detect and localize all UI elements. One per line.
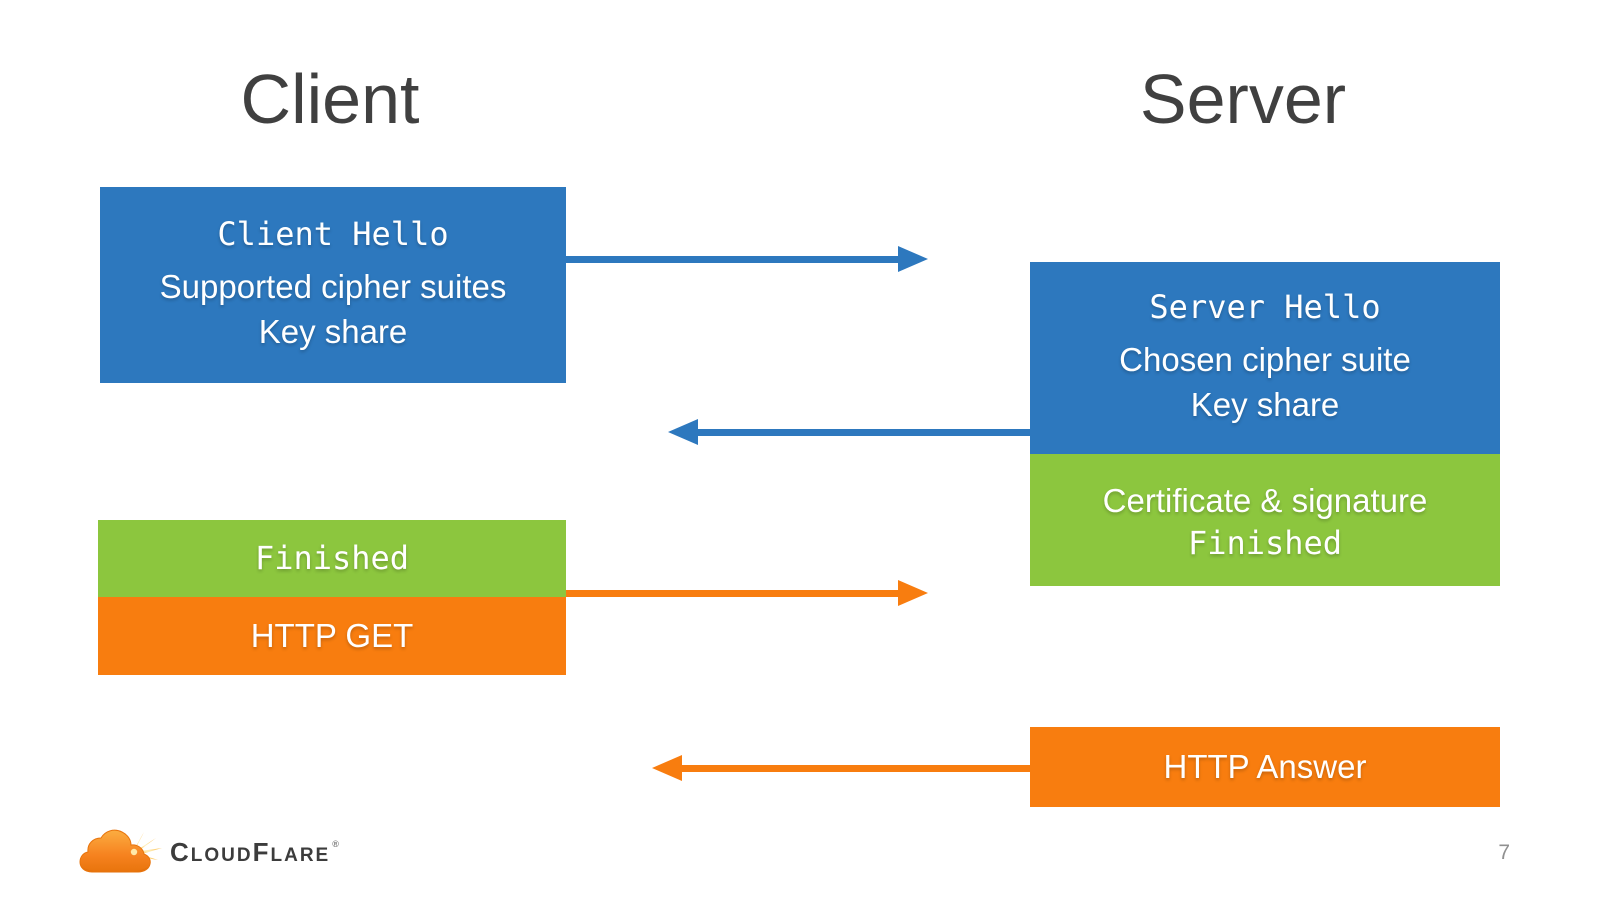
wordmark-trademark: ® (332, 839, 341, 849)
wordmark-c: C (170, 837, 191, 867)
http-answer-arrowhead-icon (652, 755, 682, 781)
wordmark-loud: LOUD (190, 845, 253, 866)
server-hello-detail-2: Key share (1190, 386, 1340, 424)
http-get-arrowhead-icon (898, 580, 928, 606)
page-number: 7 (1498, 841, 1510, 864)
server-hello-arrow (696, 429, 1030, 436)
http-get-label: HTTP GET (250, 617, 414, 655)
server-hello-box: Server Hello Chosen cipher suite Key sha… (1030, 262, 1500, 454)
server-certificate-line: Certificate & signature (1102, 482, 1428, 520)
server-header: Server (1139, 60, 1347, 138)
client-hello-title: Client Hello (217, 215, 449, 254)
server-hello-detail-1: Chosen cipher suite (1119, 340, 1411, 378)
cloudflare-cloud-icon (79, 829, 162, 873)
client-header: Client (240, 60, 420, 138)
client-hello-arrow (566, 256, 900, 263)
http-answer-arrow (680, 765, 1030, 772)
wordmark-lare: LARE (270, 845, 331, 866)
server-finished-line: Finished (1187, 523, 1343, 562)
client-hello-detail-1: Supported cipher suites (159, 267, 507, 305)
client-finished-box: Finished (98, 520, 566, 597)
server-certificate-finished-box: Certificate & signature Finished (1030, 454, 1500, 586)
http-answer-box: HTTP Answer (1030, 727, 1500, 807)
wordmark-f: F (252, 837, 271, 867)
client-finished-line: Finished (254, 539, 410, 578)
server-hello-title: Server Hello (1149, 288, 1381, 327)
client-hello-detail-2: Key share (258, 313, 408, 351)
http-get-arrow (566, 590, 900, 597)
http-answer-label: HTTP Answer (1163, 748, 1367, 786)
client-hello-box: Client Hello Supported cipher suites Key… (100, 187, 566, 383)
http-get-box: HTTP GET (98, 597, 566, 675)
server-hello-arrowhead-icon (668, 419, 698, 445)
client-hello-arrowhead-icon (898, 246, 928, 272)
